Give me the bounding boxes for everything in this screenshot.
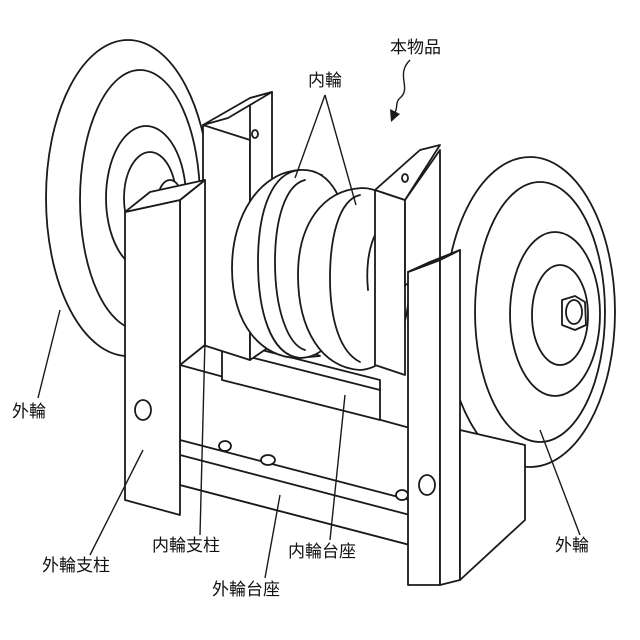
label-inner-wheel-base: 内輪台座 [288,544,356,561]
base-hole [219,441,231,451]
label-outer-wheel-post: 外輪支柱 [42,558,110,575]
leader-main-object [395,60,410,112]
base-hole [261,455,275,465]
label-inner-wheel-post: 内輪支柱 [152,538,220,555]
leader-outer-wheel-left [38,310,60,398]
label-outer-wheel-right: 外輪 [555,538,589,555]
label-main-object: 本物品 [390,40,441,57]
base-hole [396,490,408,500]
label-inner-wheel: 内輪 [308,73,342,90]
leader-inner-wheel-1 [295,95,325,178]
label-outer-wheel-left: 外輪 [12,404,46,421]
label-outer-wheel-base: 外輪台座 [212,582,280,599]
right-outer-wheel [445,157,615,467]
